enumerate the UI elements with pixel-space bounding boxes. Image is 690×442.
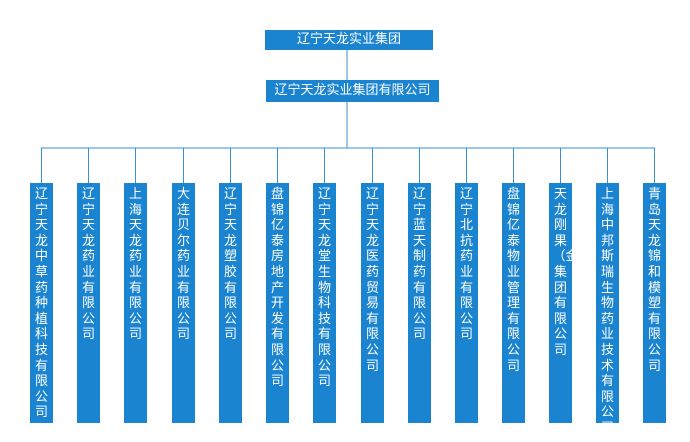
subsidiary-label: 辽宁天龙中草药种植科技有限公司	[34, 187, 48, 421]
subsidiary-label: 辽宁蓝天制药有限公司	[412, 187, 426, 343]
subsidiary-box: 辽宁天龙塑胶有限公司	[219, 183, 242, 423]
subsidiary-box: 辽宁天龙堂生物科技有限公司	[313, 183, 336, 423]
subsidiary-label: 盘锦亿泰房地产开发有限公司	[270, 187, 284, 390]
subsidiary-box: 盘锦亿泰物业管理有限公司	[502, 183, 525, 423]
subsidiary-box: 辽宁天龙医药贸易有限公司	[361, 183, 384, 423]
subsidiary-box: 盘锦亿泰房地产开发有限公司	[266, 183, 289, 423]
group-title: 辽宁天龙实业集团	[296, 32, 401, 47]
connector-drops	[41, 148, 655, 183]
subsidiary-label: 上海中邦斯瑞生物药业技术有限公司	[600, 187, 614, 423]
subsidiary-box: 青岛天龙锦和模塑有限公司	[643, 183, 666, 423]
group-title-box: 辽宁天龙实业集团	[265, 30, 433, 50]
subsidiary-label: 盘锦亿泰物业管理有限公司	[506, 187, 520, 374]
subsidiary-label: 辽宁北抗药业有限公司	[459, 187, 473, 343]
subsidiary-label: 辽宁天龙药业有限公司	[81, 187, 95, 343]
subsidiary-box: 上海中邦斯瑞生物药业技术有限公司	[596, 183, 619, 423]
subsidiary-box: 上海天龙药业有限公司	[124, 183, 147, 423]
subsidiary-label: 大连贝尔药业有限公司	[176, 187, 190, 343]
subsidiary-label: 辽宁天龙堂生物科技有限公司	[317, 187, 331, 390]
subsidiary-label: 天龙刚果（金）集团有限公司	[552, 187, 573, 358]
subsidiary-label: 辽宁天龙塑胶有限公司	[223, 187, 237, 343]
subsidiary-box: 大连贝尔药业有限公司	[172, 183, 195, 423]
subsidiary-label: 辽宁天龙医药贸易有限公司	[365, 187, 379, 374]
subsidiary-box: 辽宁天龙药业有限公司	[77, 183, 100, 423]
subsidiary-label: 上海天龙药业有限公司	[128, 187, 142, 343]
subsidiary-box: 辽宁蓝天制药有限公司	[408, 183, 431, 423]
holding-company-title: 辽宁天龙实业集团有限公司	[274, 83, 431, 98]
holding-company-box: 辽宁天龙实业集团有限公司	[266, 80, 439, 102]
subsidiary-box: 辽宁北抗药业有限公司	[455, 183, 478, 423]
subsidiary-box: 辽宁天龙中草药种植科技有限公司	[30, 183, 53, 423]
subsidiary-box: 天龙刚果（金）集团有限公司	[549, 183, 572, 423]
subsidiary-label: 青岛天龙锦和模塑有限公司	[647, 187, 661, 374]
